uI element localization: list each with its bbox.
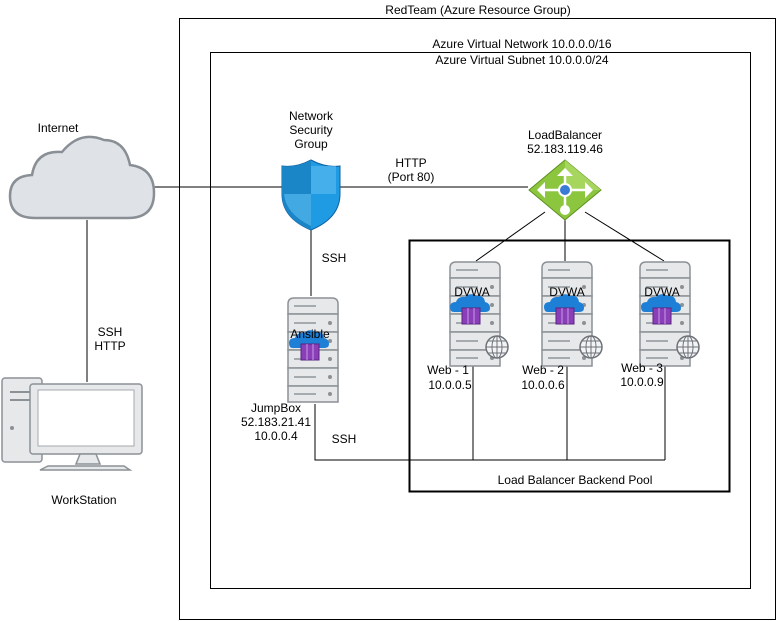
workstation-icon: [1, 377, 143, 471]
subnet-label: Azure Virtual Subnet 10.0.0.0/24: [435, 53, 609, 67]
web-server-3: DVWA Web - 3 10.0.0.9: [620, 261, 700, 389]
web-3-name: Web - 3: [621, 361, 663, 375]
jumpbox-public-ip: 52.183.21.41: [241, 415, 311, 429]
web-1-ip: 10.0.0.5: [428, 378, 472, 392]
internet-label: Internet: [38, 121, 79, 135]
vnet-label: Azure Virtual Network 10.0.0.0/16: [432, 37, 612, 51]
resource-group-box: [179, 18, 776, 620]
load-balancer-icon: [528, 159, 602, 221]
web-3-app-label: DVWA: [644, 285, 680, 299]
nsg-jumpbox-link-label: SSH: [322, 251, 347, 265]
http-link-label-2: (Port 80): [388, 170, 435, 184]
lb-web3-line: [584, 211, 665, 262]
jumpbox-web-link-label: SSH: [332, 432, 357, 446]
workstation-label: WorkStation: [51, 493, 116, 507]
lb-web1-line: [475, 211, 546, 262]
backend-pool-box: [408, 239, 731, 493]
resource-group-label: RedTeam (Azure Resource Group): [385, 3, 570, 17]
jumpbox-app-label: Ansible: [290, 327, 330, 341]
web-2-app-label: DVWA: [549, 285, 585, 299]
web-3-ip: 10.0.0.9: [620, 375, 664, 389]
jumpbox-private-ip: 10.0.0.4: [254, 429, 298, 443]
web-3-server-icon: [639, 261, 700, 367]
internet-cloud-icon: [8, 135, 156, 220]
web-2-server-icon: [541, 261, 603, 367]
web-1-server-icon: [449, 261, 509, 367]
web-2-ip: 10.0.0.6: [521, 378, 565, 392]
nsg-label-3: Group: [294, 137, 328, 151]
connections: [86, 186, 666, 461]
jumpbox-server-icon: [287, 297, 339, 403]
load-balancer-name: LoadBalancer: [528, 128, 602, 142]
web-server-2: DVWA Web - 2 10.0.0.6: [521, 261, 603, 392]
backend-pool-label: Load Balancer Backend Pool: [498, 473, 653, 487]
web-1-name: Web - 1: [427, 363, 469, 377]
jumpbox-web-ssh-line: [314, 404, 665, 461]
jumpbox-name: JumpBox: [251, 401, 301, 415]
load-balancer-ip: 52.183.119.46: [527, 142, 603, 156]
nsg-label-1: Network: [289, 109, 334, 123]
web-1-app-label: DVWA: [454, 285, 490, 299]
web-2-name: Web - 2: [522, 363, 564, 377]
vnet-box: [210, 52, 751, 589]
http-link-label-1: HTTP: [395, 156, 426, 170]
web-server-1: DVWA Web - 1 10.0.0.5: [427, 261, 509, 392]
workstation-link-label-2: HTTP: [94, 339, 125, 353]
shield-icon: [281, 159, 341, 231]
workstation-link-label-1: SSH: [98, 325, 123, 339]
nsg-label-2: Security: [289, 123, 332, 137]
